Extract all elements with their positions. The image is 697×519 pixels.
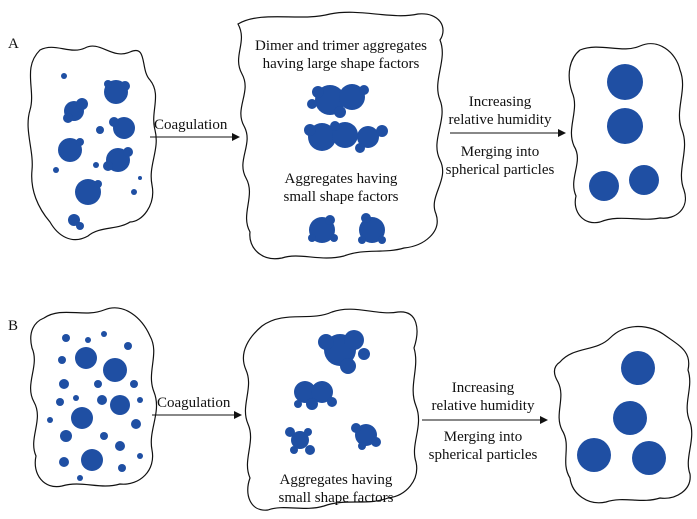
panel-b-small-aggregates-line-2: small shape factors — [279, 490, 394, 506]
panel-b-aggregate-lower-left — [285, 427, 315, 455]
panel-a-spherical-particles — [589, 64, 659, 201]
panel-a-coagulation-label: Coagulation — [154, 117, 228, 133]
panel-a-humidity-line-2: relative humidity — [449, 112, 552, 128]
panel-b-humidity-line-1: Increasing — [452, 380, 515, 396]
panel-a-merging-line-2: spherical particles — [446, 162, 555, 178]
panel-a-trimer-aggregate — [304, 121, 388, 153]
panel-a-large-aggregates-line-1: Dimer and trimer aggregates — [255, 38, 427, 54]
panel-a-dimer-aggregate — [307, 84, 369, 118]
panel-b-aggregate-lower-right — [351, 423, 381, 450]
panel-b-initial-particles — [47, 331, 143, 481]
panel-b-merging-line-2: spherical particles — [429, 447, 538, 463]
panel-a-small-aggregates-line-2: small shape factors — [284, 189, 399, 205]
panel-a-small-aggregates-line-1: Aggregates having — [285, 171, 398, 187]
panel-b-spherical-particles — [577, 351, 666, 475]
panel-b-initial-region — [30, 307, 158, 488]
panel-b-label: B — [8, 318, 18, 334]
panel-a-small-aggregates — [308, 213, 386, 244]
panel-b-aggregate-middle — [294, 381, 337, 410]
panel-a-humidity-line-1: Increasing — [469, 94, 532, 110]
panel-a-merging-line-1: Merging into — [461, 144, 539, 160]
panel-a-initial-region — [27, 45, 157, 241]
panel-b-humidity-line-2: relative humidity — [432, 398, 535, 414]
panel-a-initial-particles — [53, 73, 142, 230]
panel-a-label: A — [8, 36, 19, 52]
panel-b-small-aggregates-line-1: Aggregates having — [280, 472, 393, 488]
panel-b-aggregate-top — [318, 330, 370, 374]
panel-b-merging-line-1: Merging into — [444, 429, 522, 445]
panel-b-intermediate-region — [242, 308, 420, 511]
panel-a-large-aggregates-line-2: having large shape factors — [263, 56, 420, 72]
panel-b-coagulation-label: Coagulation — [157, 395, 231, 411]
